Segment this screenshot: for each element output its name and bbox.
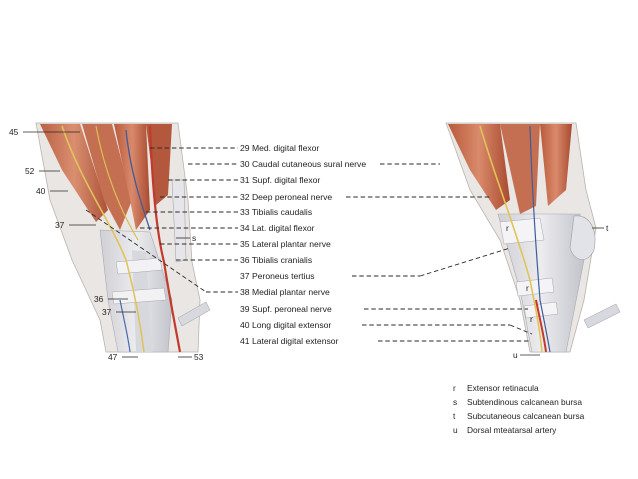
letter-r-1: r (506, 223, 509, 233)
legend-key: t (453, 411, 456, 421)
label-39: 39 Supf. peroneal nerve (240, 304, 332, 314)
label-41: 41 Lateral digital extensor (240, 336, 339, 346)
label-30: 30 Caudal cutaneous sural nerve (240, 159, 366, 169)
s-label: s (192, 233, 196, 243)
right-limb-illustration (445, 122, 621, 353)
left-number-52: 52 (25, 166, 35, 176)
letter-r-3: r (530, 314, 533, 324)
legend-key: r (453, 383, 456, 393)
left-number-40: 40 (36, 186, 46, 196)
left-number-labels: 45 52 40 37 36 37 47 53 s (9, 127, 204, 362)
label-33: 33 Tibialis caudalis (240, 207, 312, 217)
label-37: 37 Peroneus tertius (240, 271, 315, 281)
label-31: 31 Supf. digital flexor (240, 175, 320, 185)
label-34: 34 Lat. digital flexor (240, 223, 315, 233)
legend-text: Extensor retinacula (467, 383, 539, 393)
legend-text: Subcutaneous calcanean bursa (467, 411, 585, 421)
left-number-37a: 37 (55, 220, 65, 230)
left-limb-illustration (35, 122, 211, 353)
letter-r-2: r (526, 283, 529, 293)
letter-u: u (513, 350, 518, 360)
label-35: 35 Lateral plantar nerve (240, 239, 331, 249)
left-number-36: 36 (94, 294, 104, 304)
center-labels: 29 Med. digital flexor 30 Caudal cutaneo… (85, 143, 533, 346)
letter-t: t (606, 223, 609, 233)
label-40: 40 Long digital extensor (240, 320, 331, 330)
left-number-45: 45 (9, 127, 19, 137)
legend-row: r Extensor retinacula (453, 381, 633, 395)
legend-key: u (453, 425, 458, 435)
left-number-53: 53 (194, 352, 204, 362)
legend-row: t Subcutaneous calcanean bursa (453, 409, 633, 423)
left-number-37b: 37 (102, 307, 112, 317)
legend-row: u Dorsal mteatarsal artery (453, 423, 633, 437)
left-number-47: 47 (108, 352, 118, 362)
legend-row: s Subtendinous calcanean bursa (453, 395, 633, 409)
legend-text: Subtendinous calcanean bursa (467, 397, 583, 407)
label-38: 38 Medial plantar nerve (240, 287, 330, 297)
right-letter-labels: r t r r u (506, 223, 609, 360)
label-29: 29 Med. digital flexor (240, 143, 319, 153)
label-36: 36 Tibialis cranialis (240, 255, 312, 265)
legend-text: Dorsal mteatarsal artery (467, 425, 557, 435)
legend-key: s (453, 397, 458, 407)
label-32: 32 Deep peroneal nerve (240, 192, 332, 202)
legend: r Extensor retinacula s Subtendinous cal… (453, 381, 633, 439)
